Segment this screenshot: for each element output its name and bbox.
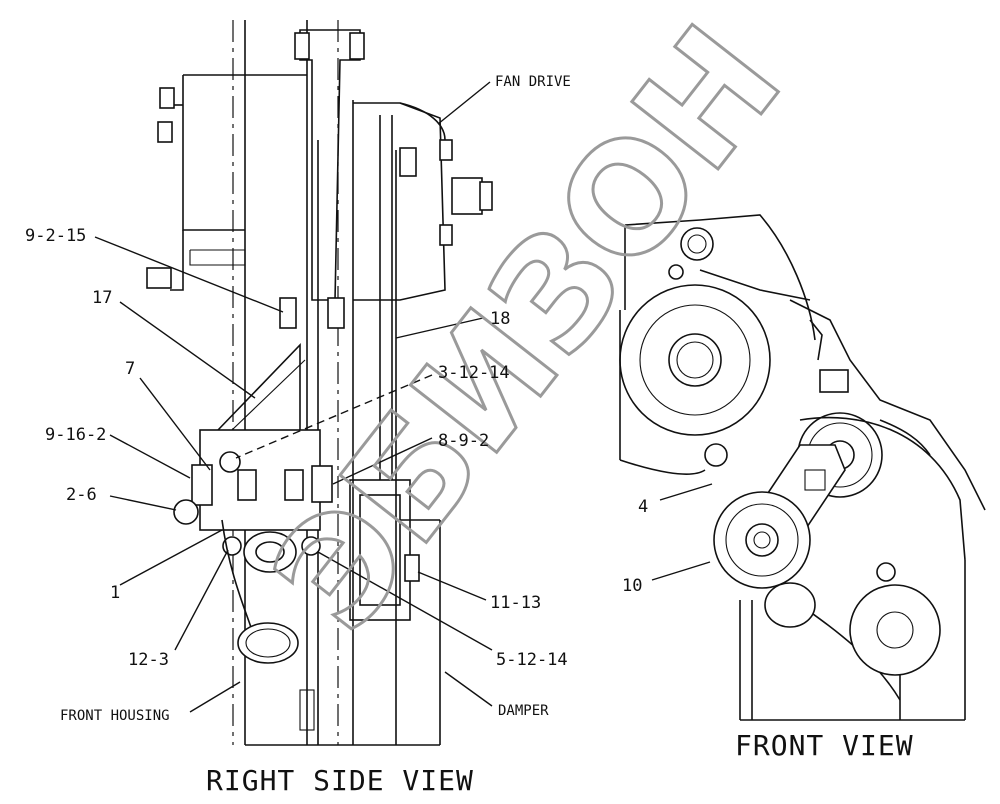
- caption-front-housing: FRONT HOUSING: [60, 708, 170, 724]
- callout-1: 1: [110, 583, 120, 603]
- callout-12-3: 12-3: [128, 650, 169, 670]
- callout-18: 18: [490, 309, 510, 329]
- callout-5-12-14: 5-12-14: [496, 650, 568, 670]
- view-title-front: FRONT VIEW: [735, 729, 914, 762]
- caption-fan-drive: FAN DRIVE: [495, 74, 571, 90]
- callout-9-2-15: 9-2-15: [25, 226, 86, 246]
- callout-7: 7: [125, 359, 135, 379]
- callout-9-16-2: 9-16-2: [45, 425, 106, 445]
- callout-17: 17: [92, 288, 112, 308]
- callout-2-6: 2-6: [66, 485, 97, 505]
- right-side-view-drawing: [146, 20, 493, 746]
- callout-4: 4: [638, 497, 648, 517]
- leader-lines: [94, 81, 713, 713]
- caption-damper: DAMPER: [498, 703, 549, 719]
- callout-3-12-14: 3-12-14: [438, 363, 510, 383]
- view-title-right-side: RIGHT SIDE VIEW: [206, 764, 474, 797]
- front-view-drawing: [619, 214, 986, 721]
- callout-11-13: 11-13: [490, 593, 541, 613]
- callout-8-9-2: 8-9-2: [438, 431, 489, 451]
- callout-10: 10: [622, 576, 642, 596]
